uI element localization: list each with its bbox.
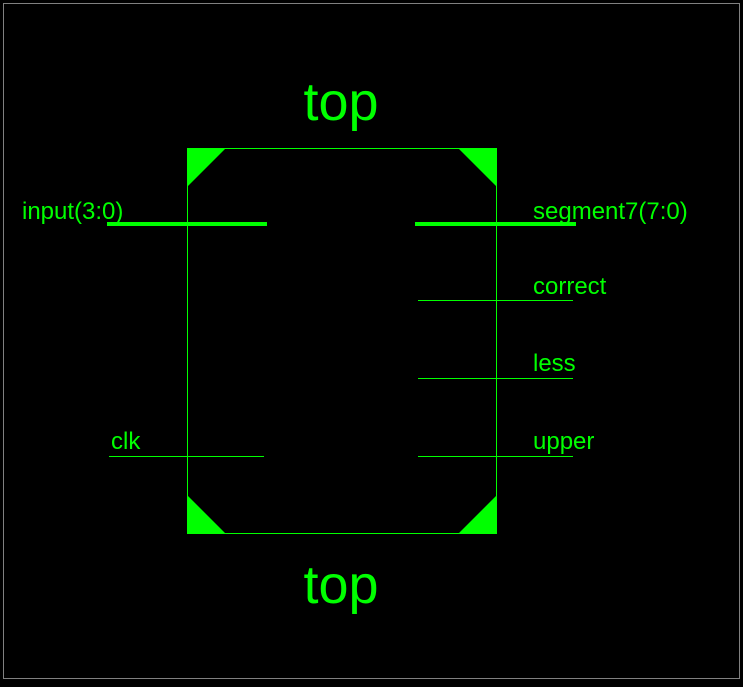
port-label-clk: clk [111, 428, 141, 455]
block-title-top: top [303, 72, 378, 132]
corner-marker-top-left [187, 148, 226, 187]
canvas-frame [3, 3, 740, 679]
corner-marker-bottom-right [458, 495, 497, 534]
port-label-correct: correct [533, 273, 607, 300]
corner-marker-bottom-left [187, 495, 226, 534]
port-label-input-bus: input(3:0) [22, 198, 123, 225]
port-label-upper: upper [533, 428, 594, 455]
port-label-less: less [533, 350, 576, 377]
block-title-bottom: top [303, 555, 378, 615]
corner-marker-top-right [458, 148, 497, 187]
block-body[interactable] [187, 148, 497, 534]
port-label-segment-bus: segment7(7:0) [533, 198, 688, 225]
